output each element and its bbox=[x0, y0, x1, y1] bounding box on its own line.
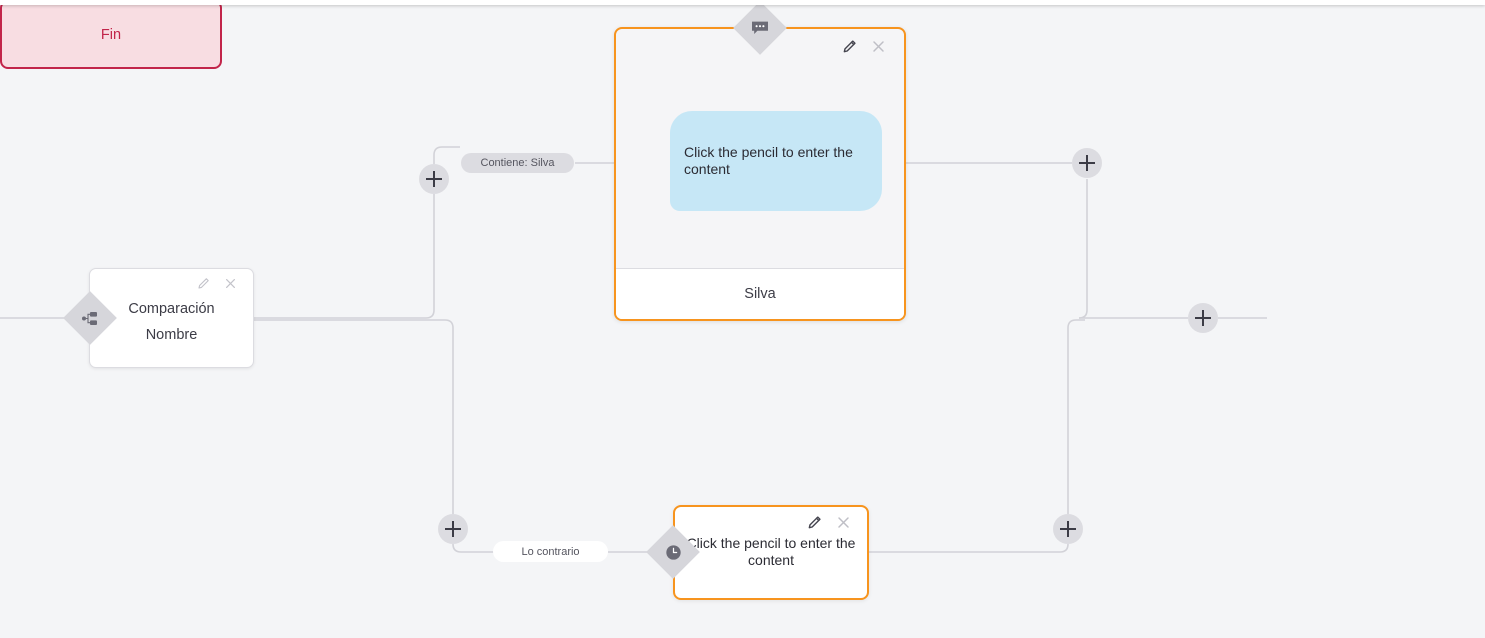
wait-node-actions bbox=[807, 515, 851, 530]
chat-bubble-icon bbox=[741, 9, 779, 47]
message-node-footer: Silva bbox=[616, 268, 904, 319]
close-icon[interactable] bbox=[836, 515, 851, 530]
wait-node[interactable]: Click the pencil to enter the content bbox=[673, 505, 869, 600]
add-after-false-branch-button[interactable] bbox=[438, 514, 468, 544]
close-icon[interactable] bbox=[224, 277, 237, 290]
message-node-badge bbox=[733, 1, 787, 55]
top-bar-shadow bbox=[0, 0, 1485, 5]
add-after-true-branch-button[interactable] bbox=[419, 164, 449, 194]
end-node-label: Fin bbox=[100, 26, 122, 43]
pencil-icon[interactable] bbox=[807, 515, 822, 530]
pencil-icon[interactable] bbox=[197, 277, 210, 290]
wait-node-badge bbox=[646, 525, 700, 579]
add-after-message-button[interactable] bbox=[1072, 148, 1102, 178]
message-node-body: Click the pencil to enter the content bbox=[616, 29, 904, 269]
comparison-node-title: Comparación bbox=[128, 301, 215, 317]
add-after-wait-button[interactable] bbox=[1053, 514, 1083, 544]
wait-node-text: Click the pencil to enter the content bbox=[686, 535, 856, 568]
pencil-icon[interactable] bbox=[842, 39, 857, 54]
clock-icon bbox=[654, 533, 692, 571]
edge-label-false-branch[interactable]: Lo contrario bbox=[493, 541, 608, 562]
message-node-footer-label: Silva bbox=[744, 286, 776, 302]
end-node[interactable]: Fin bbox=[0, 0, 222, 69]
edge-label-false-branch-text: Lo contrario bbox=[521, 545, 580, 558]
branch-icon bbox=[71, 299, 109, 337]
comparison-node-actions bbox=[197, 277, 237, 290]
edge-label-true-branch[interactable]: Contiene: Silva bbox=[461, 153, 574, 173]
edge-label-true-branch-text: Contiene: Silva bbox=[480, 157, 555, 169]
message-bubble-text: Click the pencil to enter the content bbox=[684, 144, 853, 177]
message-node-actions bbox=[842, 39, 886, 54]
add-before-end-button[interactable] bbox=[1188, 303, 1218, 333]
comparison-node-badge bbox=[63, 291, 117, 345]
comparison-node-subtitle: Nombre bbox=[145, 327, 198, 343]
message-bubble: Click the pencil to enter the content bbox=[670, 111, 882, 211]
message-node[interactable]: Click the pencil to enter the content Si… bbox=[614, 27, 906, 321]
close-icon[interactable] bbox=[871, 39, 886, 54]
